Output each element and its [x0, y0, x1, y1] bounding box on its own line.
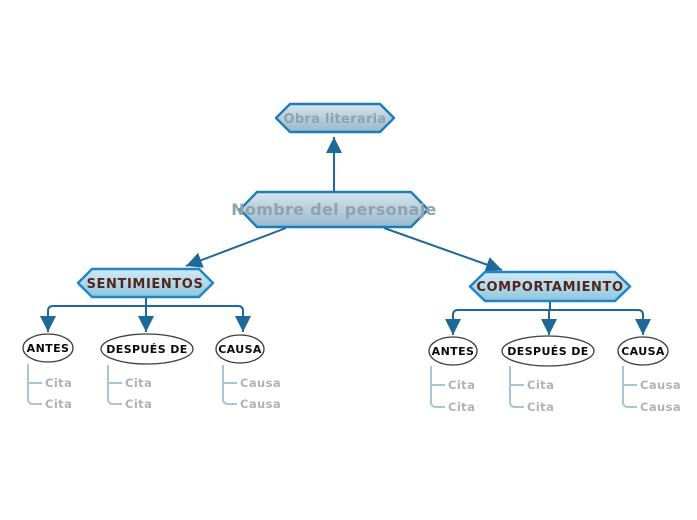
leaf-sentimientos-despues-2[interactable]: Cita [125, 397, 152, 411]
node-comportamiento-despues-shape[interactable] [501, 335, 595, 367]
leaf-labels: Cita Cita Cita Cita Causa Causa Cita Cit… [45, 376, 681, 414]
node-comportamiento-despues-label: DESPUÉS DE [507, 345, 588, 358]
leaf-sentimientos-antes-1[interactable]: Cita [45, 376, 72, 390]
node-sentimientos-causa-label: CAUSA [218, 343, 262, 356]
tree-lines [27, 364, 637, 408]
node-comportamiento-causa-shape[interactable] [617, 336, 669, 366]
leaf-comportamiento-antes-2[interactable]: Cita [448, 400, 475, 414]
node-comportamiento[interactable]: COMPORTAMIENTO [468, 270, 632, 303]
tree-line [107, 365, 122, 405]
tree-line [622, 366, 637, 408]
leaf-sentimientos-despues-1[interactable]: Cita [125, 376, 152, 390]
node-obra-literaria-label: Obra literaria [283, 112, 386, 127]
leaf-sentimientos-antes-2[interactable]: Cita [45, 397, 72, 411]
node-comportamiento-label: COMPORTAMIENTO [476, 280, 623, 295]
node-obra-literaria[interactable]: Obra literaria [274, 102, 396, 134]
tree-line [27, 364, 42, 405]
leaf-sentimientos-causa-2[interactable]: Causa [240, 397, 281, 411]
node-sentimientos[interactable]: SENTIMIENTOS [76, 267, 215, 299]
leaf-comportamiento-despues-1[interactable]: Cita [527, 378, 554, 392]
node-sentimientos-antes-shape[interactable] [22, 333, 74, 363]
node-comportamiento-despues[interactable]: DESPUÉS DE [501, 335, 595, 367]
leaf-comportamiento-antes-1[interactable]: Cita [448, 378, 475, 392]
tree-line [222, 365, 237, 405]
node-nombre-del-personaje-label: Nombre del personaje [231, 200, 436, 219]
node-obra-literaria-shape[interactable] [274, 102, 396, 134]
connector-main-to-sentimientos [185, 227, 287, 268]
leaf-comportamiento-causa-1[interactable]: Causa [640, 378, 681, 392]
node-sentimientos-despues[interactable]: DESPUÉS DE [100, 333, 194, 365]
node-comportamiento-causa[interactable]: CAUSA [617, 336, 669, 366]
connector-main-to-comportamiento [383, 227, 503, 273]
node-sentimientos-shape[interactable] [76, 267, 215, 299]
tree-line [509, 366, 524, 408]
node-nombre-del-personaje-shape[interactable] [238, 190, 430, 229]
node-sentimientos-despues-shape[interactable] [100, 333, 194, 365]
node-comportamiento-antes-label: ANTES [432, 345, 475, 358]
node-sentimientos-despues-label: DESPUÉS DE [106, 343, 187, 356]
node-sentimientos-label: SENTIMIENTOS [87, 277, 204, 292]
node-comportamiento-shape[interactable] [468, 270, 632, 303]
node-sentimientos-causa-shape[interactable] [215, 334, 265, 364]
node-nombre-del-personaje[interactable]: Nombre del personaje [231, 190, 436, 229]
leaf-comportamiento-causa-2[interactable]: Causa [640, 400, 681, 414]
node-sentimientos-antes[interactable]: ANTES [22, 333, 74, 363]
node-sentimientos-antes-label: ANTES [27, 342, 70, 355]
node-comportamiento-antes[interactable]: ANTES [428, 336, 478, 366]
leaf-sentimientos-causa-1[interactable]: Causa [240, 376, 281, 390]
tree-line [430, 366, 445, 408]
node-sentimientos-causa[interactable]: CAUSA [215, 334, 265, 364]
node-comportamiento-antes-shape[interactable] [428, 336, 478, 366]
leaf-comportamiento-despues-2[interactable]: Cita [527, 400, 554, 414]
node-comportamiento-causa-label: CAUSA [621, 345, 665, 358]
